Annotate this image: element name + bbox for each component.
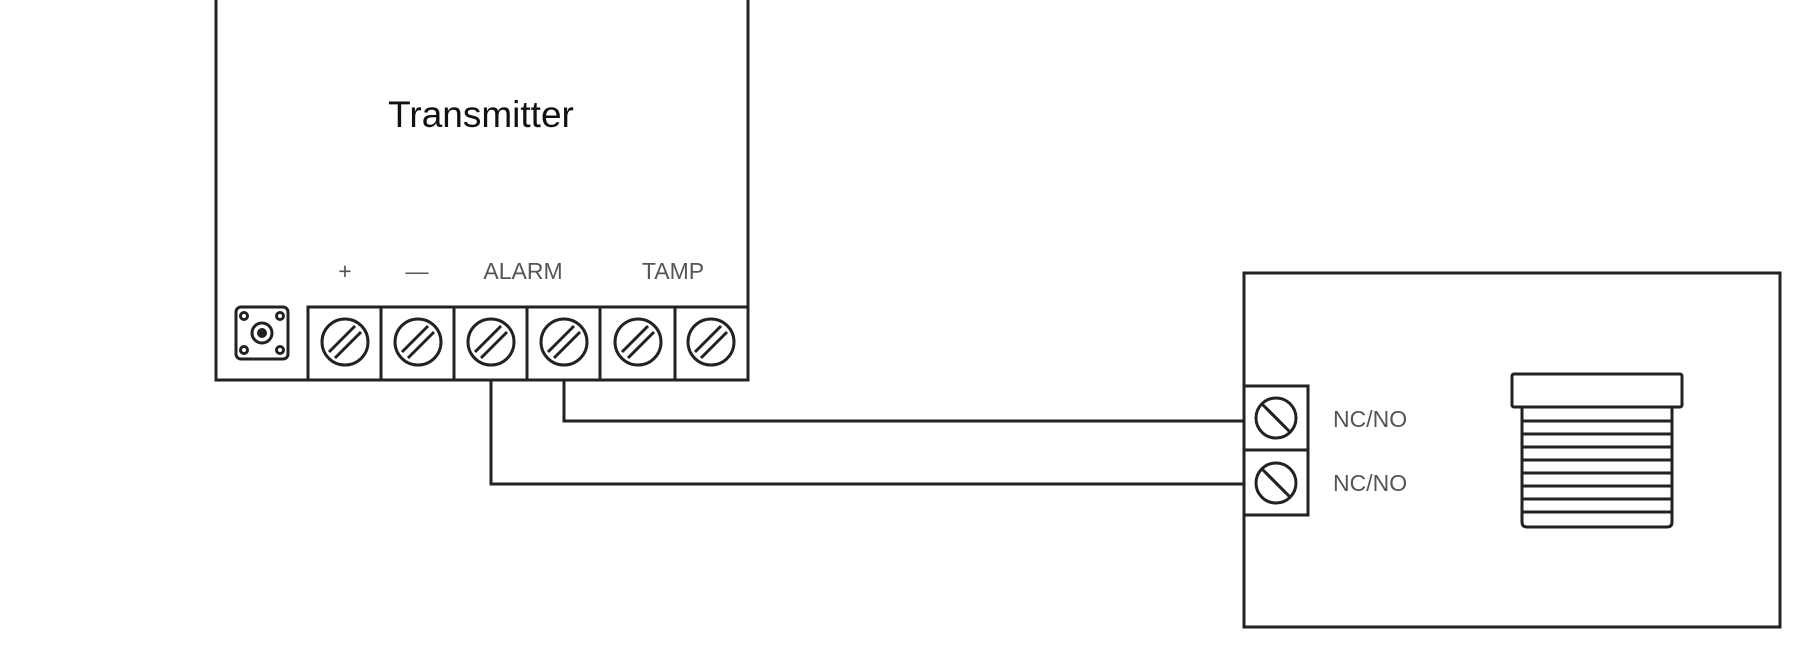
transmitter-title: Transmitter [388, 94, 574, 135]
wire-alarm-to-nc-no-bottom [489, 380, 1244, 486]
terminal-label-tamp: TAMP [642, 258, 704, 284]
terminal-screw-alarm-2 [539, 317, 589, 367]
terminal-label-alarm: ALARM [483, 258, 562, 284]
terminal-screw-minus [393, 317, 443, 367]
terminal-screw-tamp-2 [686, 317, 736, 367]
terminal-screw-alarm-1 [466, 317, 516, 367]
wire-alarm-to-nc-no-top [562, 380, 1244, 423]
sounder-component [1510, 372, 1684, 529]
terminal-label-minus: — [406, 258, 429, 284]
terminal-screw-plus [320, 317, 370, 367]
terminal-screw-tamp-1 [613, 317, 663, 367]
device-box [1242, 271, 1782, 629]
device-terminal-screw-2 [1254, 461, 1298, 505]
device-terminal-block [1242, 384, 1310, 517]
transmitter-terminal-strip [306, 305, 750, 382]
device-terminal-label-2: NC/NO [1333, 470, 1407, 496]
device-terminal-screw-1 [1254, 396, 1298, 440]
device-terminal-label-1: NC/NO [1333, 406, 1407, 432]
tamper-button[interactable] [234, 305, 290, 361]
terminal-label-plus: + [338, 258, 351, 284]
transmitter-box: Transmitter [214, 0, 750, 382]
